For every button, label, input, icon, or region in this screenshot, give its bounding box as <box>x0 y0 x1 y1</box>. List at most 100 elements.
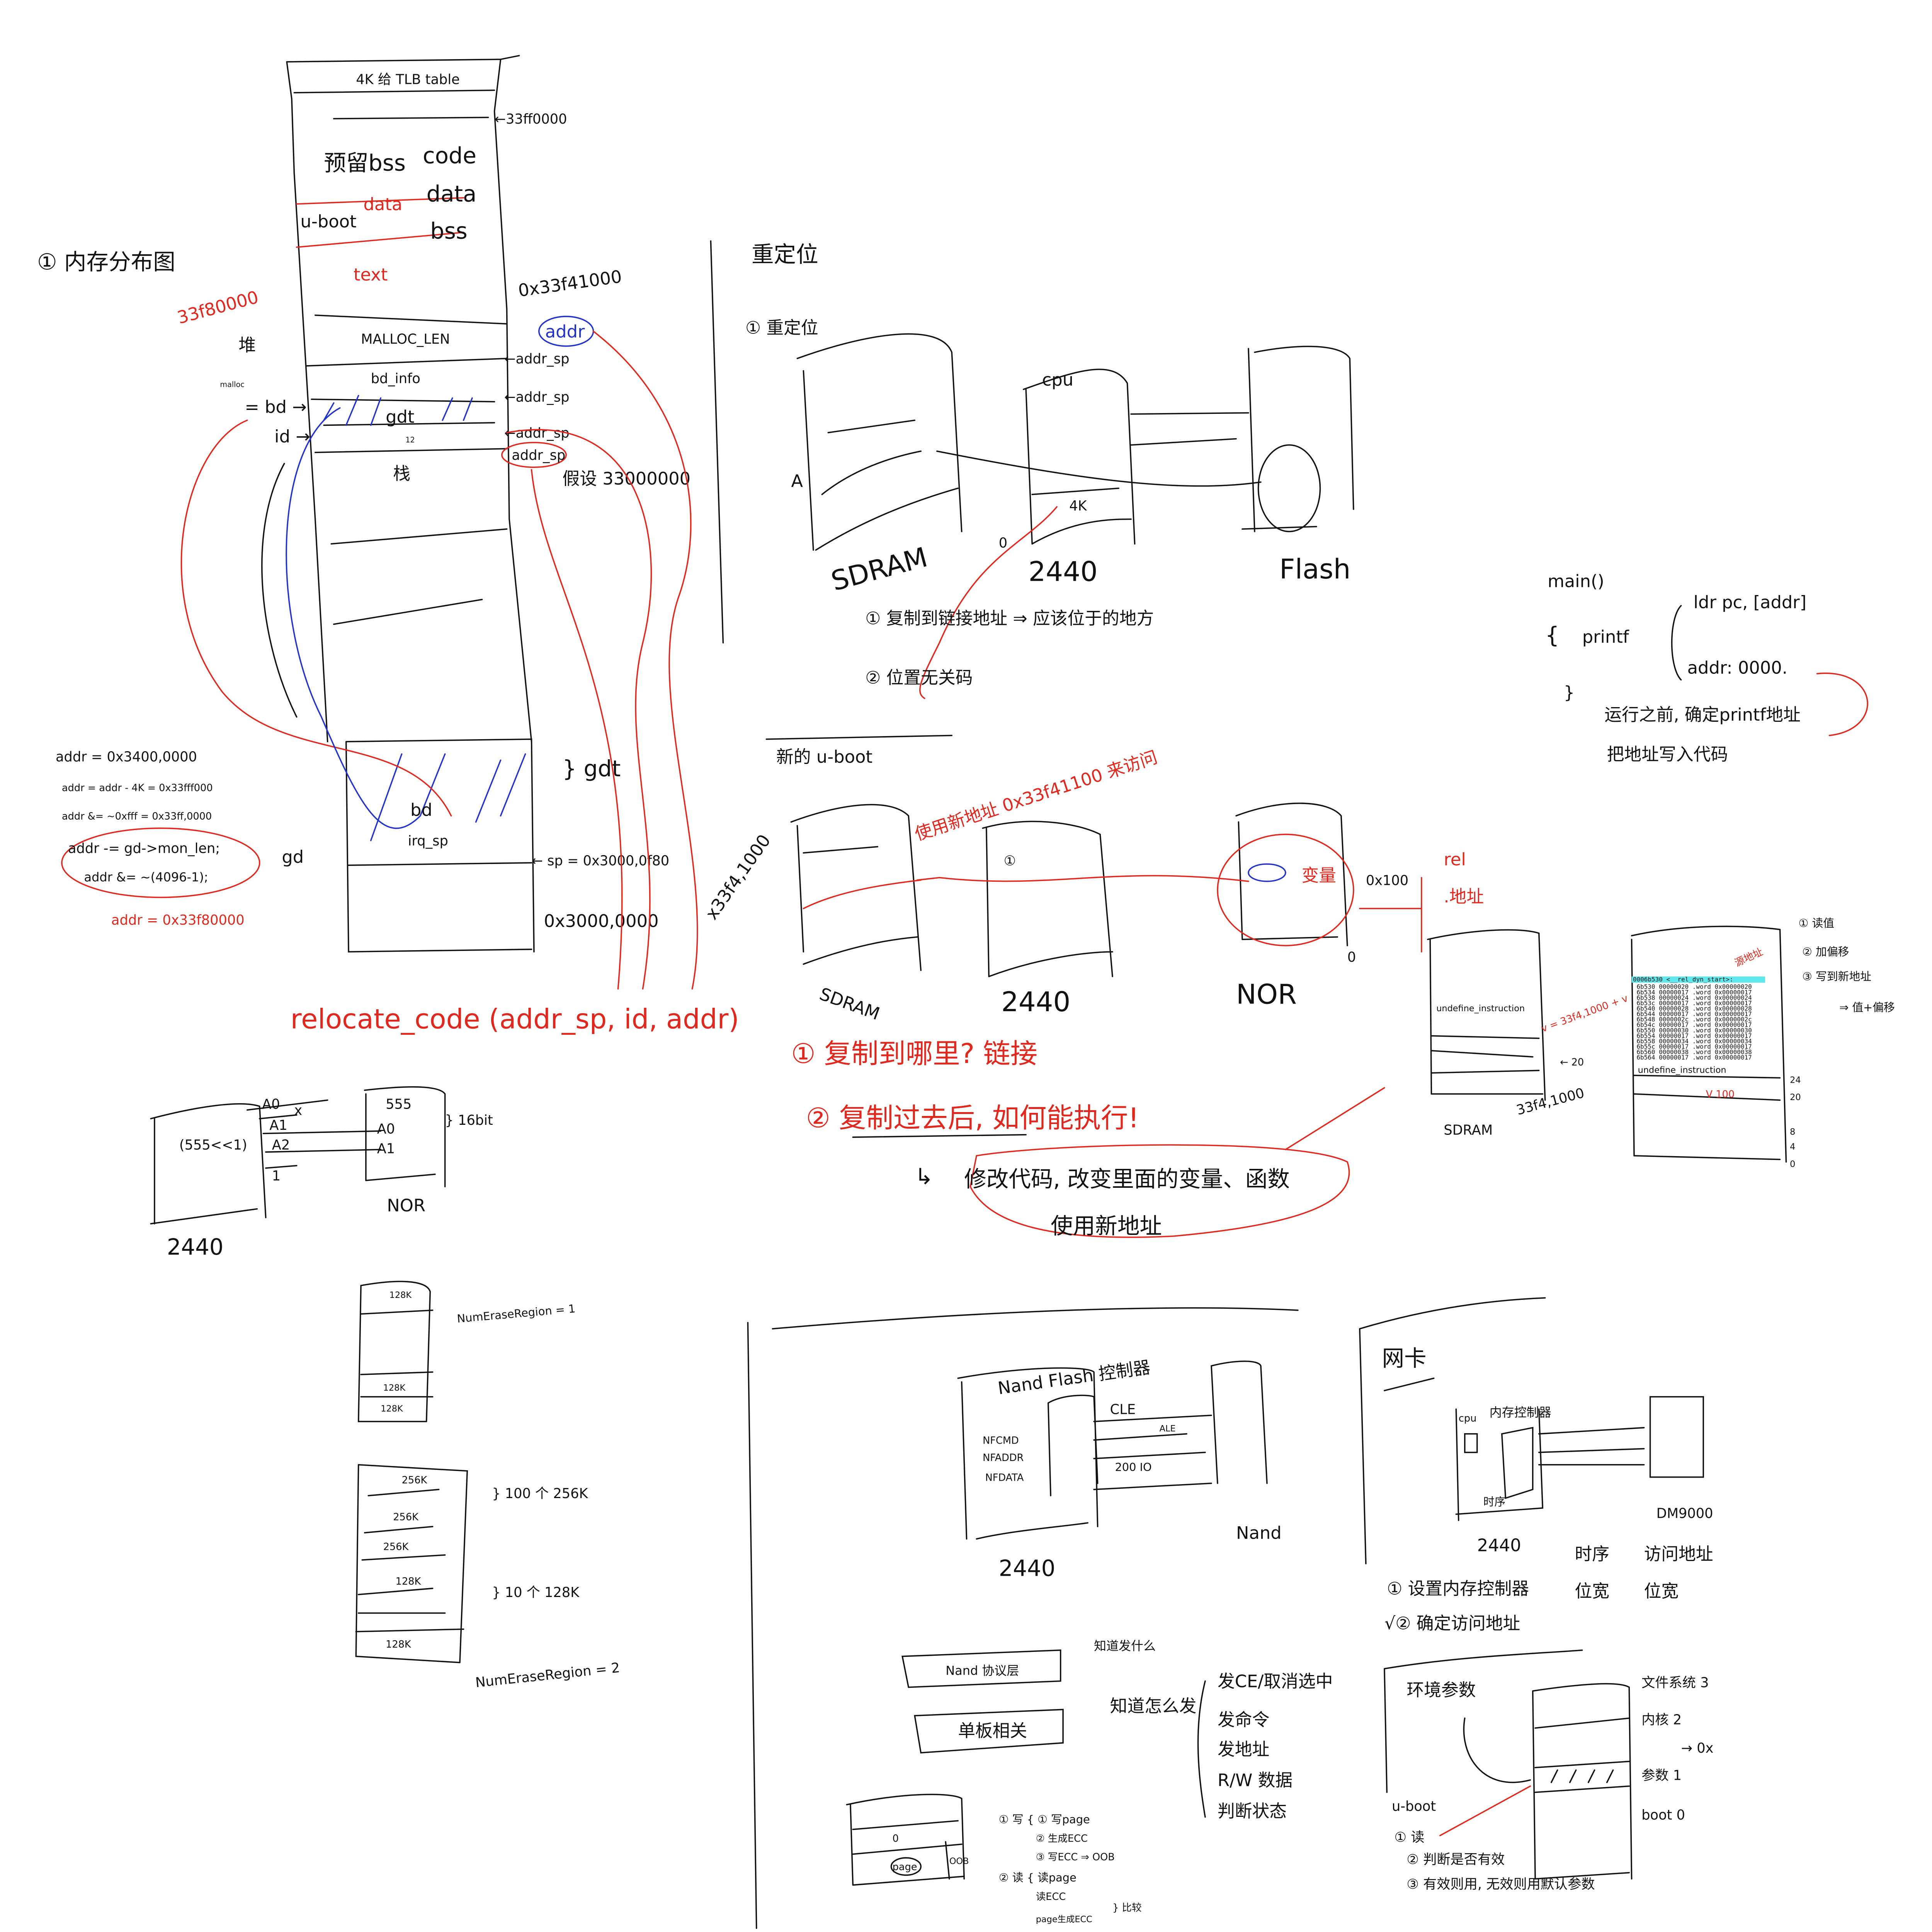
region-2-label: NumEraseRegion = 2 <box>474 1660 621 1691</box>
text-red-label: text <box>354 264 388 285</box>
board-note: 知道怎么发 <box>1110 1696 1197 1716</box>
tick-4: 4 <box>1790 1142 1795 1152</box>
step1-width: 位宽 <box>1575 1581 1609 1601</box>
action-ce: 发CE/取消选中 <box>1218 1671 1333 1692</box>
memory-map: 4K 给 TLB table ←33ff0000 预留bss code data… <box>37 55 739 1035</box>
dump-row: 6b55c 00000017 .word 0x00000017 <box>1636 1043 1752 1050</box>
soc-label: 2440 <box>1029 556 1098 588</box>
r2-block-4: 128K <box>396 1576 422 1587</box>
addr-sp-1: ←addr_sp <box>504 351 569 367</box>
cpu-block <box>1464 1433 1478 1453</box>
env-title: 环境参数 <box>1406 1680 1476 1700</box>
nor-a1: A1 <box>377 1141 395 1157</box>
addr-sp-3: ←addr_sp <box>504 425 569 441</box>
a0-pin: A0 <box>262 1096 280 1112</box>
dump-header: 0006b530 <__rel_dyn_start>: <box>1633 976 1733 983</box>
board-layer: 单板相关 <box>958 1721 1027 1741</box>
erase-region-2-box <box>355 1464 468 1663</box>
network-step-1: ① 设置内存控制器 <box>1387 1578 1529 1599</box>
sdram-label: SDRAM <box>828 541 930 597</box>
dm9000-label: DM9000 <box>1656 1505 1713 1521</box>
small-sdram-label: SDRAM <box>1444 1122 1493 1138</box>
brace-open: { <box>1545 622 1560 648</box>
main-label: main() <box>1548 571 1604 592</box>
data-red-label: data <box>363 194 402 214</box>
r2-block-5: 128K <box>386 1639 412 1650</box>
action-command: 发命令 <box>1218 1709 1269 1730</box>
question-2: ② 复制过去后, 如何能执行! <box>806 1102 1139 1134</box>
data-label: data <box>427 181 477 207</box>
action-rw: R/W 数据 <box>1218 1770 1293 1791</box>
twelve-label: 12 <box>405 435 415 444</box>
r1-block-1: 128K <box>389 1290 412 1300</box>
src-addr-label: 源地址 <box>1733 946 1765 969</box>
addr-33ff-label: ←33ff0000 <box>495 111 567 127</box>
env-section: 环境参数 u-boot ① 读 ② 判断是否有效 ③ 有效则用, 无效则用默认参… <box>1384 1649 1714 1892</box>
ale-label: ALE <box>1160 1423 1176 1434</box>
section-line <box>765 735 952 740</box>
read-step-2: 读ECC <box>1036 1891 1066 1903</box>
rel-step-4: ⇒ 值+偏移 <box>1839 1001 1895 1014</box>
write-step-3: ③ 写ECC ⇒ OOB <box>1036 1851 1115 1863</box>
stack-label: 栈 <box>393 463 410 484</box>
net-cpu-label: cpu <box>1459 1413 1477 1424</box>
read-step-3: page生成ECC <box>1036 1914 1092 1924</box>
addr-to-call-arrow <box>592 330 698 990</box>
answer-1: 修改代码, 改变里面的变量、函数 <box>964 1166 1290 1192</box>
dump-row: 6b548 0000002c .word 0x0000002c <box>1636 1016 1752 1023</box>
page-label: page <box>893 1861 917 1873</box>
network-section: 网卡 cpu 内存控制器 时序 DM9000 2440 ① 设置内存控制器 时序… <box>1359 1297 1713 1633</box>
nor-section: (555<<1) A0 A1 A2 x 1 555 A0 A1 } 16bit … <box>150 1086 621 1691</box>
addr-sp-2: ←addr_sp <box>504 389 569 405</box>
copy-red-arrow <box>803 875 1249 910</box>
network-dividers <box>1359 1297 1546 1565</box>
soc-label-2: 2440 <box>1001 986 1070 1018</box>
a2-pin: A2 <box>272 1137 290 1153</box>
nor-555: 555 <box>386 1096 412 1112</box>
network-title: 网卡 <box>1382 1345 1426 1371</box>
env-read-arrow <box>1439 1785 1531 1837</box>
copy-arrow <box>936 450 1262 487</box>
nor-soc-box <box>150 1103 267 1225</box>
r2-block-3: 256K <box>383 1541 409 1553</box>
addrsp-to-call-arrow <box>531 469 623 990</box>
assume-label: 假设 33000000 <box>563 468 691 489</box>
zero-label: 0 <box>999 535 1007 551</box>
dump-row: 6b550 00000030 .word 0x00000030 <box>1636 1027 1752 1034</box>
part-fs: 文件系统 3 <box>1641 1675 1709 1691</box>
fourk-label: 4K <box>1069 498 1087 514</box>
sp-label: ← sp = 0x3000,0f80 <box>532 853 670 869</box>
bd-label: bd <box>410 799 432 820</box>
io-label: 200 IO <box>1115 1461 1151 1474</box>
sdram-addr-label: x33f4,1000 <box>701 831 775 923</box>
rel-step-3: ③ 写到新地址 <box>1802 970 1871 983</box>
dump-row: 6b540 00000028 .word 0x00000028 <box>1636 1005 1752 1012</box>
nand-layer-boxes <box>901 1649 1064 1754</box>
oob-label: OOB <box>949 1856 969 1866</box>
step1-access-addr: 访问地址 <box>1644 1544 1713 1564</box>
nor-chip-box <box>364 1086 446 1187</box>
variable-label: 变量 <box>1302 865 1337 886</box>
dump-row: 6b554 00000017 .word 0x00000017 <box>1636 1032 1752 1039</box>
nfaddr-label: NFADDR <box>983 1452 1024 1464</box>
brace-close: } <box>1564 682 1575 702</box>
env-step-2: ② 判断是否有效 <box>1406 1852 1505 1867</box>
circle-one-label: ① <box>1004 853 1016 869</box>
dump-row: 6b54c 00000017 .word 0x00000017 <box>1636 1021 1752 1029</box>
env-arrow <box>1463 1717 1531 1783</box>
action-address: 发地址 <box>1218 1739 1269 1760</box>
addr-sp-4: addr_sp <box>512 447 565 463</box>
formula-3: addr &= ~0xfff = 0x33ff,0000 <box>62 811 212 822</box>
page-diagram <box>846 1794 965 1886</box>
id-arrow-label: id → <box>274 426 310 447</box>
env-0x: → 0x <box>1681 1740 1714 1756</box>
rel-step-2: ② 加偏移 <box>1802 945 1849 958</box>
dump-row: 6b530 00000020 .word 0x00000020 <box>1636 983 1752 990</box>
strike-lines <box>296 197 464 248</box>
env-flash-box <box>1532 1683 1633 1880</box>
dump-highlight <box>1631 976 1765 983</box>
rel-addr-label: .地址 <box>1444 886 1484 906</box>
malloc-label: malloc <box>220 380 244 389</box>
timing-label: 时序 <box>1483 1495 1506 1508</box>
env-step-1: ① 读 <box>1394 1829 1424 1845</box>
